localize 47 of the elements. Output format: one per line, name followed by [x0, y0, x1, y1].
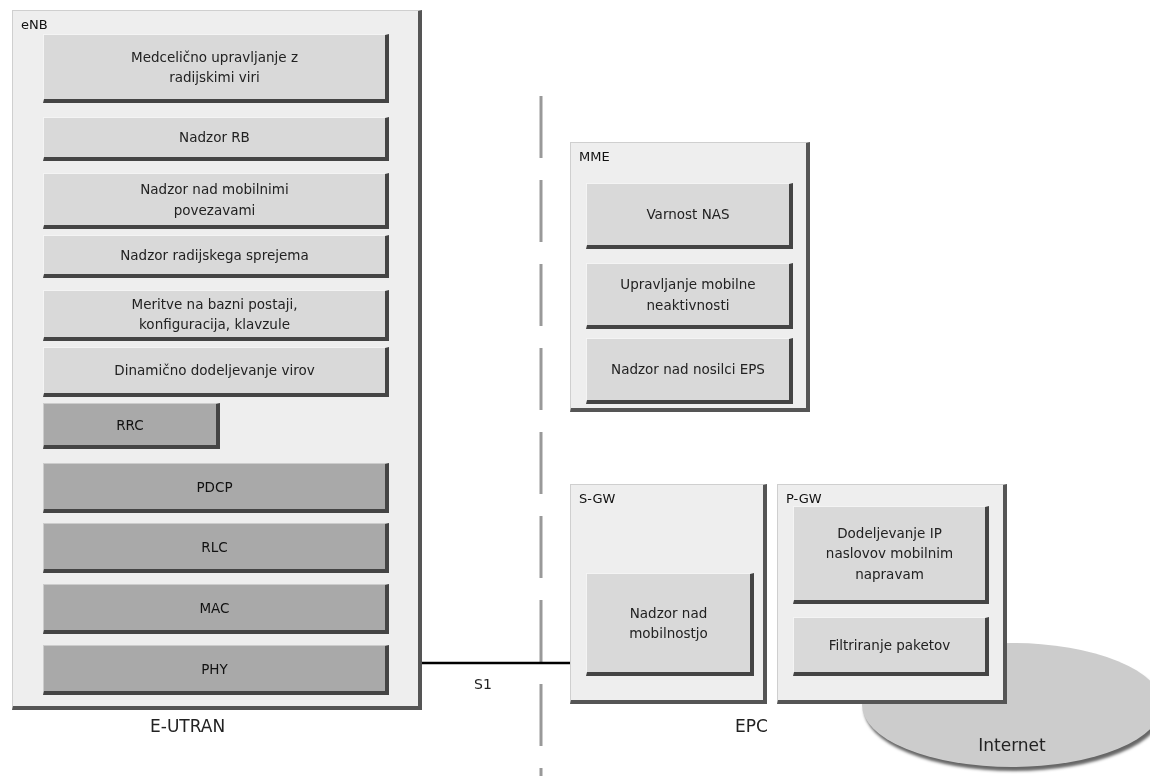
function-box — [586, 183, 793, 249]
protocol-layer-box — [43, 523, 389, 573]
group-panel — [777, 484, 1007, 704]
box-label: MAC — [199, 599, 230, 616]
box-label: Dodeljevanje IP naslovov mobilnim napravam — [824, 524, 955, 584]
panel-title: MME — [579, 149, 610, 164]
edge-label: S1 — [474, 676, 492, 692]
function-box — [43, 34, 389, 103]
function-box — [43, 117, 389, 161]
protocol-layer-box — [43, 645, 389, 695]
region-label: EPC — [735, 716, 768, 736]
protocol-layer-box — [43, 463, 389, 513]
group-panel — [570, 484, 767, 704]
function-box — [43, 290, 389, 341]
box-label: RRC — [116, 416, 144, 433]
box-label: PDCP — [196, 478, 233, 495]
box-label: Nadzor RB — [179, 128, 250, 148]
function-box — [586, 338, 793, 404]
panel-title: S-GW — [579, 491, 616, 506]
protocol-layer-box — [43, 403, 220, 449]
box-label: PHY — [201, 660, 228, 677]
function-box — [43, 173, 389, 229]
network-label: Internet — [977, 735, 1047, 755]
box-label: Nadzor nad mobilnostjo — [628, 603, 709, 643]
box-label: Filtriranje paketov — [828, 635, 951, 655]
function-box — [586, 263, 793, 329]
function-box — [793, 506, 989, 604]
group-panel — [570, 142, 810, 412]
group-panel — [12, 10, 422, 710]
function-box — [586, 573, 754, 676]
panel-title: P-GW — [786, 491, 822, 506]
region-label: E-UTRAN — [150, 716, 226, 736]
box-label: Nadzor nad mobilnimi povezavami — [139, 180, 290, 220]
panel-title: eNB — [21, 17, 48, 32]
box-label: Upravljanje mobilne neaktivnosti — [619, 275, 757, 315]
connector-line — [422, 661, 570, 665]
box-label: RLC — [201, 538, 228, 555]
function-box — [43, 235, 389, 278]
box-label: Nadzor radijskega sprejema — [120, 245, 309, 265]
box-label: Meritve na bazni postaji, konfiguracija, klavzule — [130, 294, 299, 334]
protocol-layer-box — [43, 584, 389, 634]
box-label: Nadzor nad nosilci EPS — [611, 360, 765, 380]
box-label: Dinamično dodeljevanje virov — [114, 361, 315, 381]
box-label: Medcelično upravljanje z radijskimi viri — [130, 47, 299, 87]
box-label: Varnost NAS — [646, 205, 730, 225]
function-box — [43, 347, 389, 397]
function-box — [793, 617, 989, 676]
